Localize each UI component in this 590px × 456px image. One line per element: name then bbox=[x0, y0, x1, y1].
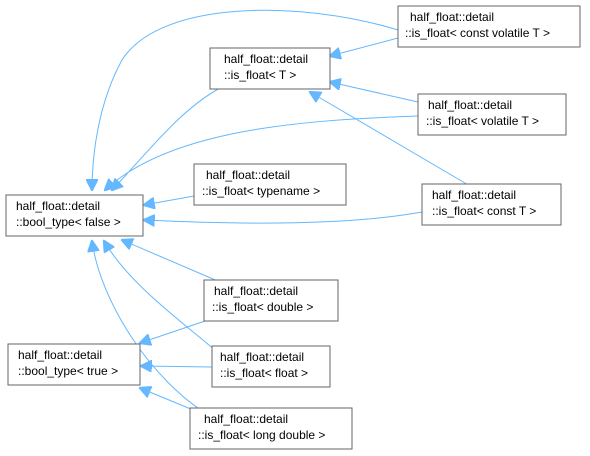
node-is-float-const-T[interactable]: half_float::detail ::is_float< const T > bbox=[421, 183, 562, 226]
node-is-float-double-line1: half_float::detail bbox=[214, 284, 298, 298]
edge-is-float-float-to-bool-false bbox=[104, 241, 223, 357]
edge-is-float-volatile-T-to-is-float-T bbox=[330, 82, 419, 103]
node-is-float-const-volatile-T-line1: half_float::detail bbox=[410, 10, 494, 24]
node-is-float-volatile-T-line2: ::is_float< volatile T > bbox=[426, 114, 539, 128]
node-bool-type-false[interactable]: half_float::detail ::bool_type< false > bbox=[5, 194, 144, 237]
node-is-float-volatile-T[interactable]: half_float::detail ::is_float< volatile … bbox=[417, 93, 567, 136]
edges bbox=[92, 9, 471, 417]
node-is-float-const-T-line2: ::is_float< const T > bbox=[432, 204, 536, 218]
node-is-float-T-line1: half_float::detail bbox=[224, 52, 308, 66]
node-bool-type-false-line2: ::bool_type< false > bbox=[16, 215, 121, 229]
edge-is-float-T-to-bool-false bbox=[112, 87, 221, 190]
node-is-float-T-line2: ::is_float< T > bbox=[224, 68, 296, 82]
edge-is-float-double-to-bool-false bbox=[122, 240, 221, 283]
edge-is-float-const-T-to-bool-false bbox=[144, 211, 423, 223]
edge-is-float-float-to-bool-true bbox=[141, 366, 213, 367]
node-is-float-float-line2: ::is_float< float > bbox=[220, 366, 308, 380]
edge-is-float-const-volatile-T-to-bool-false bbox=[92, 9, 399, 190]
node-is-float-const-volatile-T[interactable]: half_float::detail ::is_float< const vol… bbox=[397, 5, 581, 48]
node-is-float-long-double-line2: ::is_float< long double > bbox=[198, 428, 325, 442]
node-is-float-double[interactable]: half_float::detail ::is_float< double > bbox=[203, 279, 339, 322]
edge-is-float-double-to-bool-true bbox=[140, 317, 215, 343]
node-bool-type-true[interactable]: half_float::detail ::bool_type< true > bbox=[7, 343, 141, 386]
node-is-float-float-line1: half_float::detail bbox=[220, 350, 304, 364]
node-is-float-long-double-line1: half_float::detail bbox=[204, 412, 288, 426]
node-is-float-const-T-line1: half_float::detail bbox=[432, 188, 516, 202]
edge-is-float-long-double-to-bool-true bbox=[140, 388, 199, 413]
node-is-float-float[interactable]: half_float::detail ::is_float< float > bbox=[211, 345, 331, 388]
edge-is-float-long-double-to-bool-false bbox=[92, 241, 211, 417]
node-bool-type-true-line2: ::bool_type< true > bbox=[18, 364, 118, 378]
node-is-float-volatile-T-line1: half_float::detail bbox=[428, 98, 512, 112]
node-is-float-double-line2: ::is_float< double > bbox=[212, 300, 313, 314]
node-is-float-T[interactable]: half_float::detail ::is_float< T > bbox=[209, 47, 331, 90]
node-is-float-typename-line2: ::is_float< typename > bbox=[202, 184, 320, 198]
edge-is-float-volatile-T-to-bool-false bbox=[105, 115, 419, 190]
node-is-float-const-volatile-T-line2: ::is_float< const volatile T > bbox=[405, 26, 550, 40]
edge-is-float-const-volatile-T-to-is-float-T bbox=[330, 37, 399, 56]
node-is-float-typename[interactable]: half_float::detail ::is_float< typename … bbox=[193, 163, 347, 206]
node-bool-type-true-line1: half_float::detail bbox=[18, 348, 102, 362]
node-is-float-typename-line1: half_float::detail bbox=[206, 168, 290, 182]
node-is-float-long-double[interactable]: half_float::detail ::is_float< long doub… bbox=[189, 407, 353, 450]
node-bool-type-false-line1: half_float::detail bbox=[16, 199, 100, 213]
edge-is-float-typename-to-bool-false bbox=[144, 195, 195, 205]
edge-is-float-const-T-to-is-float-T bbox=[310, 92, 471, 187]
